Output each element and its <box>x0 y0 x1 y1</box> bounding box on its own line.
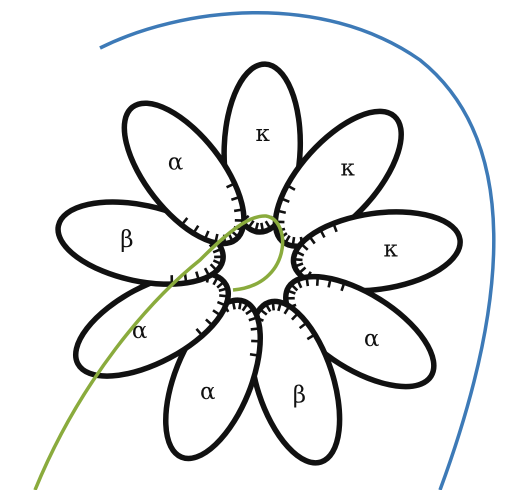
petal-top-label: κ <box>256 121 271 147</box>
petal-upper-right-label: κ <box>341 155 356 181</box>
petal-upper-left-label: α <box>168 149 184 175</box>
petal-bottom-right-label: β <box>293 382 306 408</box>
petal-bottom-left-label: α <box>200 379 216 405</box>
petal-right-label: κ <box>384 236 399 262</box>
petal-left-label: β <box>120 227 133 253</box>
petal-lower-left-label: α <box>132 318 148 344</box>
petal-lower-right-label: α <box>364 326 380 352</box>
petal-group: κ κ κ α β α α β α <box>51 63 466 474</box>
